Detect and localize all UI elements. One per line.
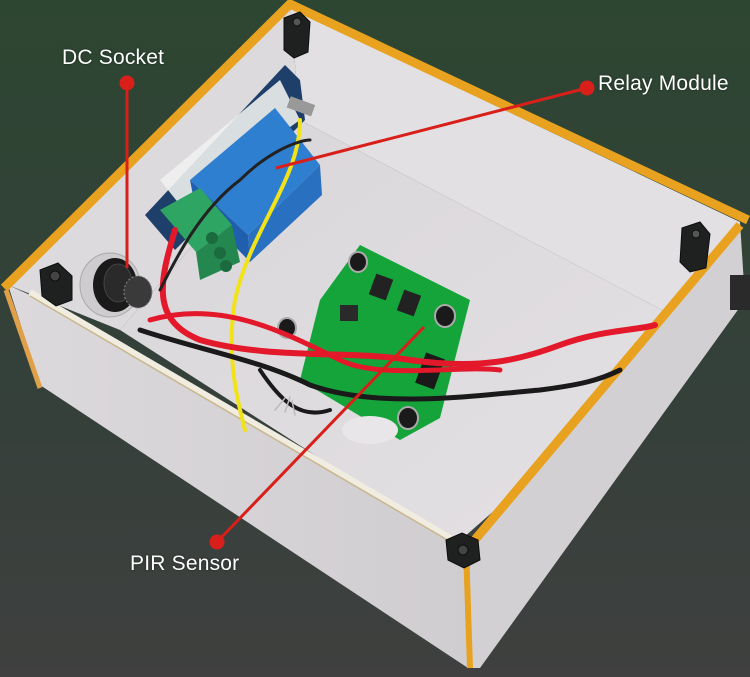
label-pir-sensor: PIR Sensor — [130, 552, 240, 575]
relay-module-component — [145, 65, 322, 280]
cable-outlet — [730, 275, 750, 310]
annotation-pointers — [119, 75, 595, 550]
hex-standoff-icon — [39, 11, 711, 569]
label-relay-module: Relay Module — [598, 72, 729, 95]
label-dc-socket: DC Socket — [62, 46, 165, 69]
dc-socket-component — [79, 252, 153, 318]
wires — [137, 118, 658, 432]
